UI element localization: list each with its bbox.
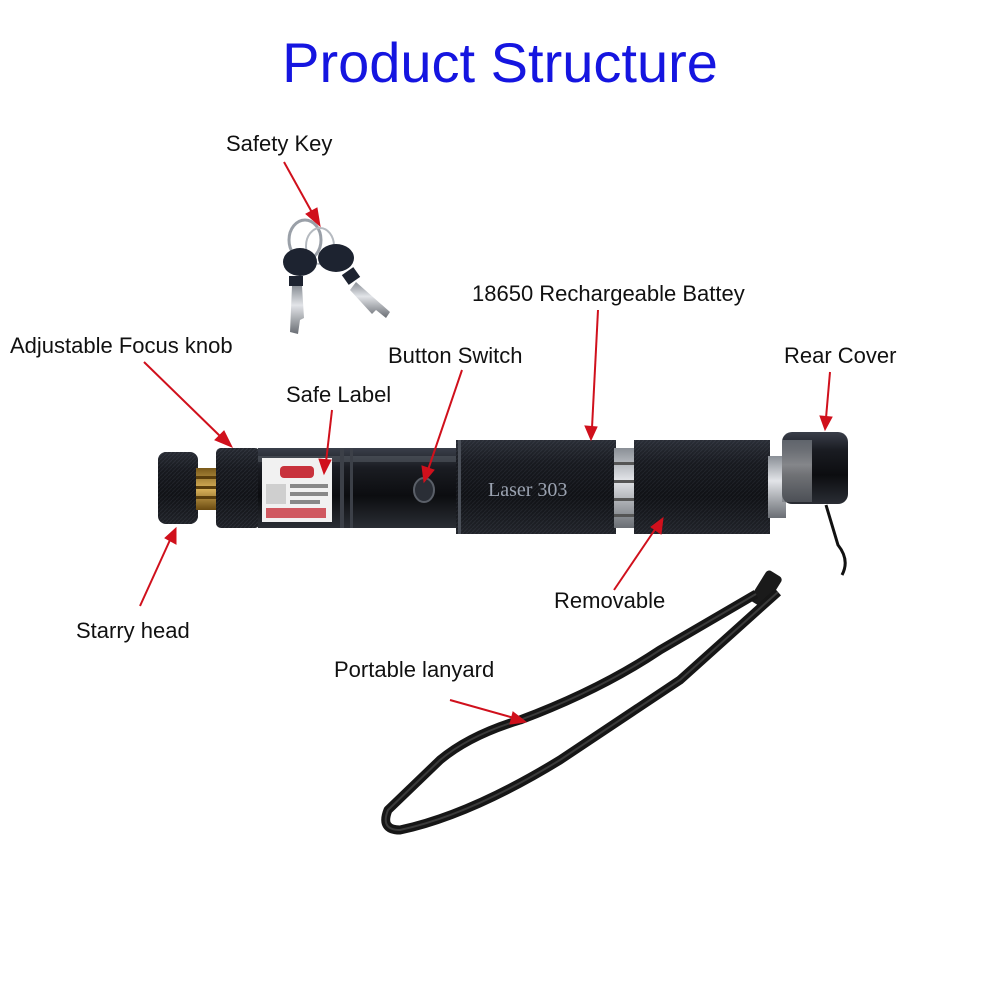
arrow-removable [613, 516, 664, 591]
arrow-lanyard [449, 699, 528, 725]
arrow-rear-cover [819, 371, 833, 432]
label-button-switch: Button Switch [388, 343, 523, 368]
page-title: Product Structure [282, 31, 718, 94]
label-starry-head: Starry head [76, 618, 190, 643]
arrow-starry-head [139, 526, 177, 607]
arrow-focus-knob [143, 361, 234, 448]
lanyard-strap [381, 504, 847, 835]
label-focus-knob: Adjustable Focus knob [10, 333, 233, 358]
label-removable: Removable [554, 588, 666, 613]
arrow-safe-label [318, 409, 333, 476]
label-rear-cover: Rear Cover [784, 343, 897, 368]
label-lanyard: Portable lanyard [334, 657, 495, 682]
label-safe-label: Safe Label [286, 382, 392, 407]
callout-arrows [139, 161, 833, 725]
arrow-safety-key [283, 161, 321, 228]
arrow-button-switch [421, 369, 463, 484]
arrow-battery [584, 309, 599, 442]
laser-pointer-image [158, 432, 848, 534]
laser-engraving: Laser 303 [488, 479, 567, 501]
label-battery: 18650 Rechargeable Battey [472, 281, 745, 306]
safety-key-image [283, 218, 390, 334]
label-safety-key: Safety Key [226, 131, 333, 156]
